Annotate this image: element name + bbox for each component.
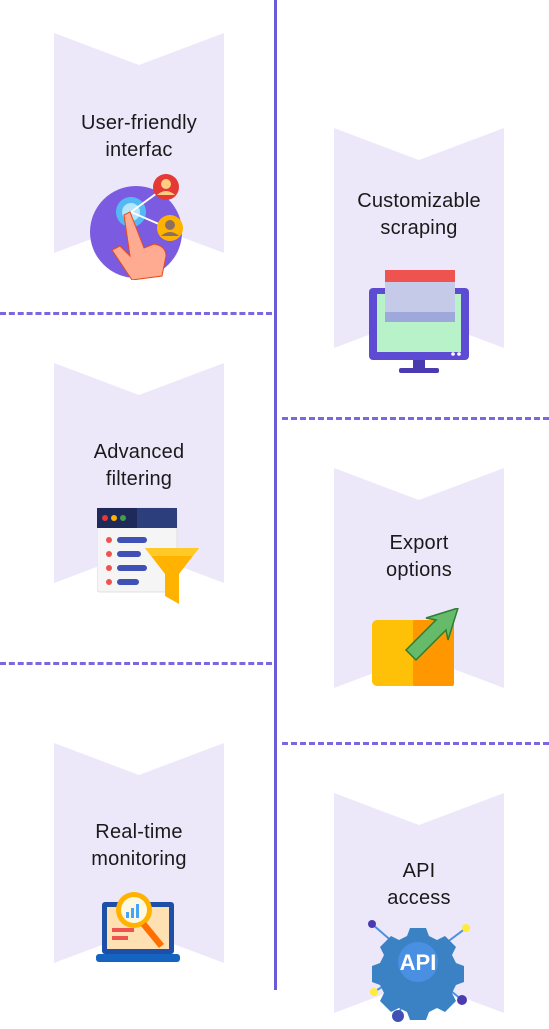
dashed-separator-right-2 (282, 742, 549, 745)
dashed-separator-left-1 (0, 312, 272, 315)
api-icon-text: API (400, 950, 437, 975)
laptop-magnifier-icon (96, 888, 182, 973)
dashed-separator-left-2 (0, 662, 272, 665)
export-arrow-icon (370, 606, 470, 695)
api-gear-icon: API (362, 912, 474, 1029)
monitor-window-icon (365, 270, 475, 380)
touch-users-icon (84, 170, 194, 285)
center-divider (274, 0, 277, 990)
dashed-separator-right-1 (282, 417, 549, 420)
filter-list-icon (96, 506, 202, 616)
